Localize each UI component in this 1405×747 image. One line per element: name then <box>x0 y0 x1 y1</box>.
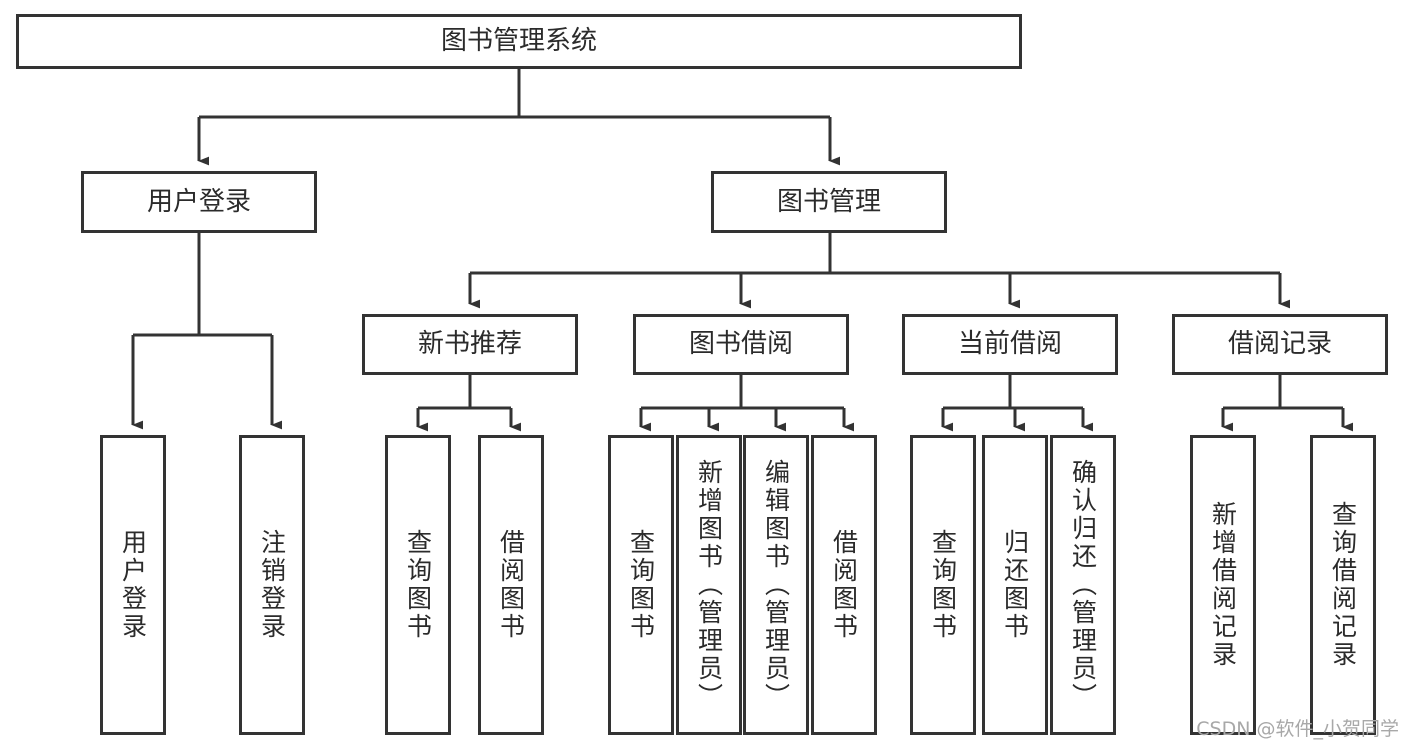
node-leaf-query-borrow-record-label: 查询借阅记录 <box>1328 501 1358 669</box>
node-leaf-user-login-label: 用户登录 <box>118 529 148 641</box>
node-book-borrow-label: 图书借阅 <box>688 329 793 360</box>
node-leaf-query-book-2[interactable]: 查询图书 <box>608 435 674 735</box>
node-leaf-edit-book-admin[interactable]: 编辑图书（管理员） <box>743 435 809 735</box>
node-book-manage[interactable]: 图书管理 <box>711 171 947 233</box>
node-current-borrow[interactable]: 当前借阅 <box>902 314 1118 375</box>
node-leaf-borrow-book-2[interactable]: 借阅图书 <box>811 435 877 735</box>
node-root-label: 图书管理系统 <box>440 26 597 57</box>
node-leaf-query-borrow-record[interactable]: 查询借阅记录 <box>1310 435 1376 735</box>
node-leaf-borrow-book-1-label: 借阅图书 <box>496 529 526 641</box>
node-leaf-add-borrow-record[interactable]: 新增借阅记录 <box>1190 435 1256 735</box>
node-book-manage-label: 图书管理 <box>776 186 881 217</box>
node-root[interactable]: 图书管理系统 <box>16 14 1022 69</box>
node-leaf-confirm-return-admin-label: 确认归还（管理员） <box>1068 459 1098 711</box>
node-leaf-add-book-admin[interactable]: 新增图书（管理员） <box>676 435 742 735</box>
node-leaf-query-book-3-label: 查询图书 <box>928 529 958 641</box>
node-user-login-label: 用户登录 <box>146 186 251 217</box>
node-current-borrow-label: 当前借阅 <box>957 329 1062 360</box>
node-borrow-record-label: 借阅记录 <box>1227 329 1332 360</box>
node-leaf-borrow-book-2-label: 借阅图书 <box>829 529 859 641</box>
node-leaf-add-borrow-record-label: 新增借阅记录 <box>1208 501 1238 669</box>
node-leaf-edit-book-admin-label: 编辑图书（管理员） <box>761 459 791 711</box>
node-leaf-add-book-admin-label: 新增图书（管理员） <box>694 459 724 711</box>
node-leaf-user-login[interactable]: 用户登录 <box>100 435 166 735</box>
node-leaf-query-book-1[interactable]: 查询图书 <box>385 435 451 735</box>
node-borrow-record[interactable]: 借阅记录 <box>1172 314 1388 375</box>
node-leaf-logout-login-label: 注销登录 <box>257 529 287 641</box>
node-new-book-rec[interactable]: 新书推荐 <box>362 314 578 375</box>
node-leaf-query-book-3[interactable]: 查询图书 <box>910 435 976 735</box>
node-leaf-return-book[interactable]: 归还图书 <box>982 435 1048 735</box>
csdn-watermark: CSDN @软件_小贺同学 <box>1196 718 1399 740</box>
node-leaf-query-book-1-label: 查询图书 <box>403 529 433 641</box>
node-leaf-logout-login[interactable]: 注销登录 <box>239 435 305 735</box>
node-user-login[interactable]: 用户登录 <box>81 171 317 233</box>
node-new-book-rec-label: 新书推荐 <box>417 329 522 360</box>
node-leaf-query-book-2-label: 查询图书 <box>626 529 656 641</box>
node-leaf-borrow-book-1[interactable]: 借阅图书 <box>478 435 544 735</box>
node-leaf-confirm-return-admin[interactable]: 确认归还（管理员） <box>1050 435 1116 735</box>
node-book-borrow[interactable]: 图书借阅 <box>633 314 849 375</box>
node-leaf-return-book-label: 归还图书 <box>1000 529 1030 641</box>
